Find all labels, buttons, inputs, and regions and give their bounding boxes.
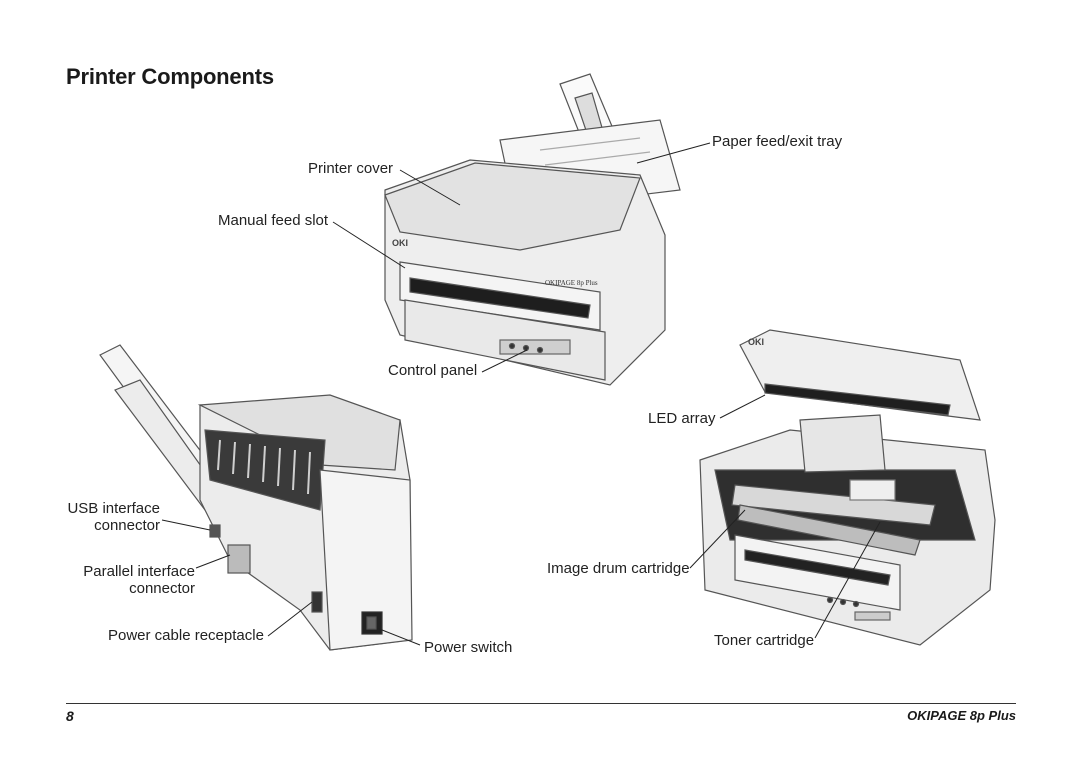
label-printer-cover: Printer cover [308, 160, 394, 177]
label-paper-feed-exit-tray: Paper feed/exit tray [712, 133, 843, 150]
label-power-cable-receptacle: Power cable receptacle [108, 627, 264, 644]
label-parallel-line1: Parallel interface [83, 563, 195, 580]
page-number: 8 [66, 708, 74, 724]
front-oki-logo: OKI [392, 238, 408, 248]
footer-product-name: OKIPAGE 8p Plus [907, 708, 1016, 723]
label-led-array: LED array [648, 410, 716, 427]
footer-divider [66, 703, 1016, 704]
front-model-badge: OKIPAGE 8p Plus [545, 279, 598, 287]
label-toner-cartridge: Toner cartridge [714, 632, 815, 649]
label-parallel-line2: connector [129, 580, 195, 597]
front-printer-illustration: OKI OKIPAGE 8p Plus [384, 73, 681, 386]
label-usb-line1: USB interface [67, 500, 160, 517]
label-manual-feed-slot: Manual feed slot [218, 212, 329, 229]
label-image-drum-cartridge: Image drum cartridge [547, 560, 690, 577]
label-usb-line2: connector [94, 517, 160, 534]
label-parallel-interface-connector: Parallel interface connector [60, 563, 195, 597]
label-control-panel: Control panel [388, 362, 478, 379]
label-usb-interface-connector: USB interface connector [60, 500, 160, 534]
label-power-switch: Power switch [424, 639, 513, 656]
open-printer-illustration: OKI [699, 329, 996, 646]
page-title: Printer Components [66, 64, 274, 89]
rear-printer-illustration [99, 344, 413, 651]
open-oki-logo: OKI [748, 337, 764, 347]
callout-leader-lines [161, 142, 881, 646]
